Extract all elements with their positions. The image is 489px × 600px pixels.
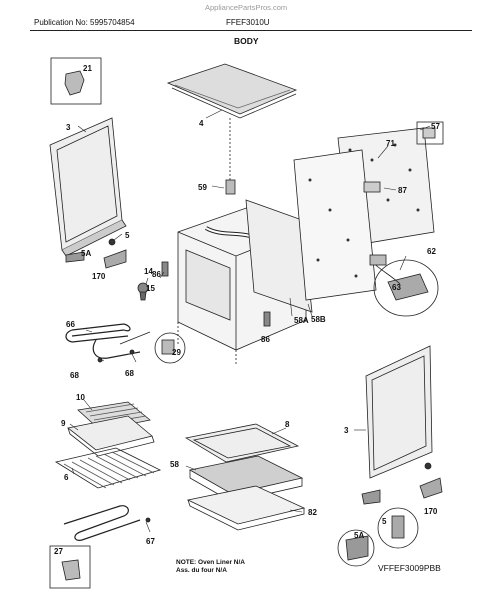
callout-8: 8: [285, 420, 290, 429]
callout-5A-left: 5A: [81, 249, 91, 258]
part-67-bake-element: [63, 505, 141, 541]
callout-10: 10: [76, 393, 85, 402]
part-170-hinge-right: [419, 477, 443, 499]
part-5-screw-right: [424, 462, 432, 470]
callout-170-right: 170: [424, 507, 438, 516]
callout-3-left: 3: [66, 123, 71, 132]
part-57-inset-box: [416, 121, 444, 145]
part-68-bracket-b: [129, 349, 135, 355]
callout-87: 87: [398, 186, 407, 195]
callout-86-left: 86: [152, 270, 161, 279]
part-5A-hinge-right: [361, 489, 381, 505]
part-5A-hinge-left: [65, 251, 85, 263]
callout-3-right: 3: [344, 426, 349, 435]
callout-15: 15: [146, 284, 155, 293]
callout-29: 29: [172, 348, 181, 357]
header-rule: [30, 30, 472, 31]
part-170-hinge-left: [103, 249, 127, 269]
part-21-inset-box: [50, 57, 102, 105]
part-58B-side-panel: [245, 199, 313, 313]
callout-58A: 58A: [294, 316, 309, 325]
part-5-screw-left: [108, 238, 116, 246]
part-87-plate: [363, 181, 381, 193]
callout-6: 6: [64, 473, 69, 482]
callout-5A-right: 5A: [354, 531, 364, 540]
part-15-lamp-socket: [139, 291, 147, 301]
callout-21: 21: [83, 64, 92, 73]
watermark-site: AppliancePartsPros.com: [205, 3, 288, 12]
callout-58B: 58B: [311, 315, 326, 324]
part-62-terminal-block-inset: [373, 259, 439, 317]
callout-58: 58: [170, 460, 179, 469]
part-86-clip-left: [161, 261, 169, 277]
part-5A-inset-circle: [337, 529, 375, 567]
part-6-oven-rack: [54, 447, 162, 489]
callout-62: 62: [427, 247, 436, 256]
note-line-2: Ass. du four N/A: [176, 567, 227, 574]
section-title: BODY: [234, 36, 259, 46]
part-21-bracket: [64, 70, 85, 96]
callout-86-right: 86: [261, 335, 270, 344]
part-29-inset-circle: [154, 332, 186, 364]
part-59-fitting: [225, 179, 236, 195]
callout-67: 67: [146, 537, 155, 546]
oven-liner-note: NOTE: Oven Liner N/A Ass. du four N/A: [176, 559, 245, 575]
callout-14: 14: [144, 267, 153, 276]
publication-number: Publication No: 5995704854: [34, 18, 135, 27]
callout-71: 71: [386, 139, 395, 148]
part-66-broil-element: [65, 323, 131, 343]
callout-68-right: 68: [125, 369, 134, 378]
callout-66: 66: [66, 320, 75, 329]
part-8-door-glass: [184, 423, 300, 463]
part-5-inset-circle: [377, 507, 419, 549]
part-3-door-frame-right: [365, 345, 433, 479]
callout-82: 82: [308, 508, 317, 517]
note-line-1: NOTE: Oven Liner N/A: [176, 559, 245, 566]
part-86-clip-right: [263, 311, 271, 327]
callout-63: 63: [392, 283, 401, 292]
diagram-code: VFFEF3009PBB: [378, 563, 441, 573]
callout-5-left: 5: [125, 231, 130, 240]
callout-59: 59: [198, 183, 207, 192]
callout-27: 27: [54, 547, 63, 556]
callout-5-right: 5: [382, 517, 387, 526]
part-87-back-panel: [293, 149, 377, 301]
callout-170-left: 170: [92, 272, 106, 281]
part-4-cooktop-support: [166, 63, 298, 115]
part-27-inset-box: [49, 545, 91, 589]
callout-4: 4: [199, 119, 204, 128]
callout-57: 57: [431, 122, 440, 131]
callout-68-left: 68: [70, 371, 79, 380]
callout-9: 9: [61, 419, 66, 428]
model-number: FFEF3010U: [226, 18, 270, 27]
